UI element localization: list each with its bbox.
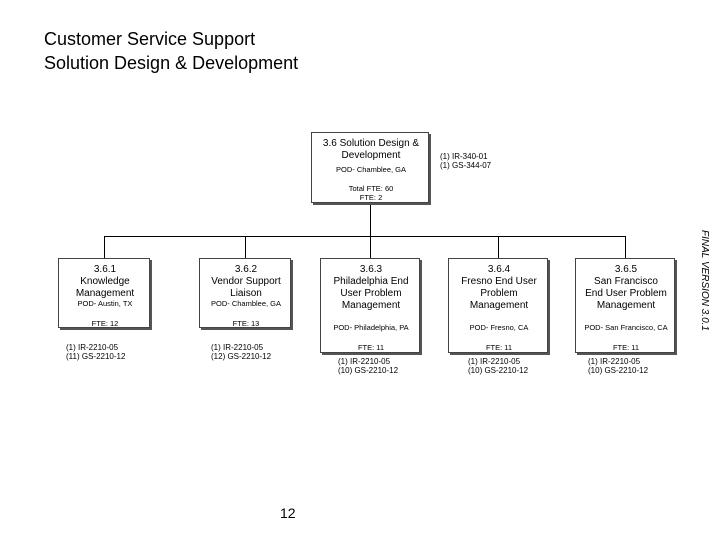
- org-box-pod: POD- Philadelphia, PA: [333, 323, 409, 332]
- org-box-fte: FTE: 12: [91, 319, 119, 328]
- org-box-pod: POD- San Francisco, CA: [584, 323, 668, 332]
- connector-drop-3: [370, 236, 371, 258]
- org-box-pod: POD- Fresno, CA: [469, 323, 529, 332]
- org-box-number: 3.6.1: [93, 264, 117, 275]
- connector-drop-4: [498, 236, 499, 258]
- grade-note: (11) GS-2210-12: [66, 352, 126, 361]
- grade-note: (1) IR-2210-05: [66, 343, 119, 352]
- org-box-knowledge-management: 3.6.1 Knowledge Management POD- Austin, …: [58, 258, 150, 328]
- connector-top-vertical: [370, 203, 371, 236]
- connector-drop-5: [625, 236, 626, 258]
- grade-note: (10) GS-2210-12: [338, 366, 399, 375]
- org-box-fte: FTE: 11: [357, 343, 385, 352]
- org-box-pod: POD- Chamblee, GA: [210, 299, 282, 308]
- org-box-fte: FTE: 11: [612, 343, 640, 352]
- org-box-fresno-problem-management: 3.6.4 Fresno End User Problem Management…: [448, 258, 548, 353]
- org-box-number: 3.6.3: [359, 264, 383, 275]
- grade-note: (1) GS-344-07: [440, 161, 492, 170]
- version-label: FINAL VERSION 3.0.1: [698, 230, 710, 340]
- org-box-pod: POD- Austin, TX: [77, 299, 133, 308]
- grade-note: (1) IR-2210-05: [338, 357, 391, 366]
- grade-note: (1) IR-2210-05: [211, 343, 264, 352]
- org-box-name: Philadelphia End User Problem Management: [333, 276, 409, 311]
- org-box-pod: POD- Chamblee, GA: [335, 165, 407, 174]
- version-label-text: FINAL VERSION 3.0.1: [699, 230, 710, 331]
- org-box-name: Fresno End User Problem Management: [461, 276, 537, 311]
- org-box-number: 3.6.2: [234, 264, 258, 275]
- org-box-name: Vendor Support Liaison: [211, 276, 281, 299]
- org-box-number: 3.6.5: [614, 264, 638, 275]
- page-title-line-2: Solution Design & Development: [44, 53, 299, 73]
- org-box-fte: FTE: 13: [232, 319, 260, 328]
- org-box-san-francisco-problem-management: 3.6.5 San Francisco End User Problem Man…: [575, 258, 675, 353]
- grade-note: (1) IR-2210-05: [588, 357, 641, 366]
- org-box-total-fte: Total FTE: 60: [348, 184, 394, 193]
- org-box-name: Knowledge Management: [75, 276, 135, 299]
- org-box-solution-design: 3.6 Solution Design & Development POD- C…: [311, 132, 429, 203]
- page-number: 12: [280, 505, 296, 521]
- connector-drop-2: [245, 236, 246, 258]
- org-box-fte: FTE: 2: [359, 193, 383, 202]
- grade-note: (10) GS-2210-12: [588, 366, 649, 375]
- grade-note: (1) IR-340-01: [440, 152, 488, 161]
- org-box-name: San Francisco End User Problem Managemen…: [585, 276, 667, 311]
- connector-horizontal: [104, 236, 625, 237]
- connector-drop-1: [104, 236, 105, 258]
- org-box-vendor-support-liaison: 3.6.2 Vendor Support Liaison POD- Chambl…: [199, 258, 291, 328]
- grade-note: (10) GS-2210-12: [468, 366, 529, 375]
- org-box-fte: FTE: 11: [485, 343, 513, 352]
- org-box-philadelphia-problem-management: 3.6.3 Philadelphia End User Problem Mana…: [320, 258, 420, 353]
- org-box-title: 3.6 Solution Design & Development: [322, 138, 420, 161]
- page-title-line-1: Customer Service Support: [44, 29, 256, 49]
- grade-note: (12) GS-2210-12: [211, 352, 272, 361]
- grade-note: (1) IR-2210-05: [468, 357, 521, 366]
- org-box-number: 3.6.4: [487, 264, 511, 275]
